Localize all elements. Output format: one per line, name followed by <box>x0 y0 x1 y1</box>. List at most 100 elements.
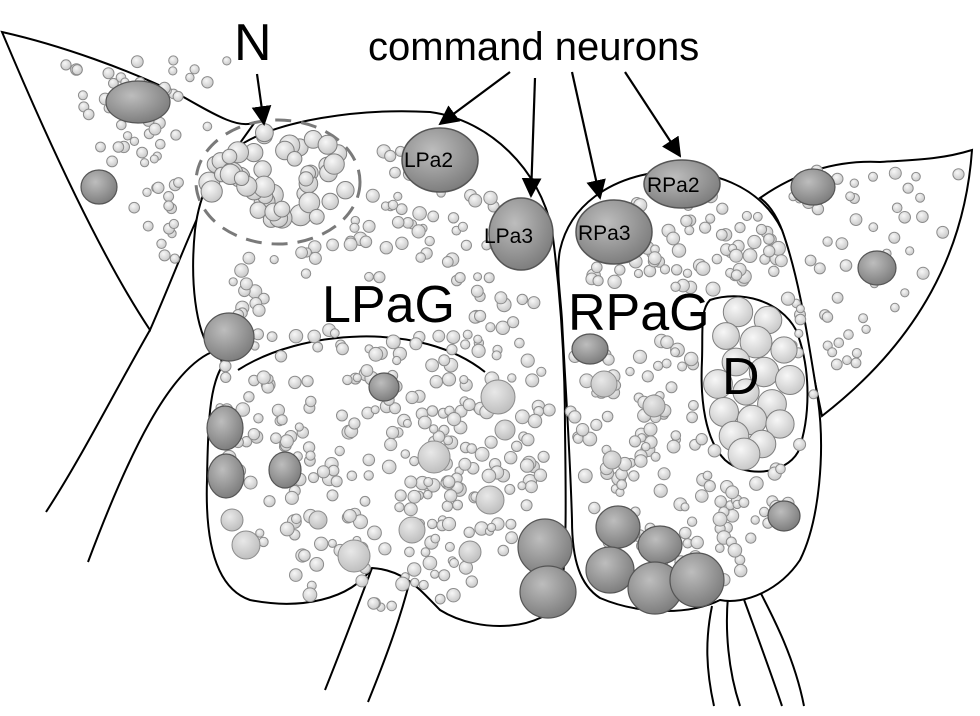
small-cell <box>112 141 125 153</box>
small-cell <box>243 475 258 490</box>
small-cell <box>888 231 901 244</box>
small-cell <box>410 577 420 588</box>
small-cell <box>795 304 805 314</box>
small-cell <box>486 522 497 533</box>
small-cell <box>462 329 473 340</box>
right-nerve-4 <box>755 583 805 707</box>
small-cell <box>276 414 288 426</box>
small-cell <box>850 357 862 369</box>
left-nerve-line-1 <box>45 329 151 513</box>
small-cell <box>395 576 411 592</box>
small-cell <box>738 497 750 508</box>
small-cell <box>524 480 538 494</box>
small-cell <box>393 191 403 201</box>
small-cell <box>426 405 439 417</box>
small-cell <box>507 373 517 383</box>
small-cell <box>411 224 426 239</box>
small-cell <box>130 55 144 69</box>
small-cell <box>483 190 498 206</box>
small-cell <box>156 238 167 250</box>
small-cell <box>705 281 721 297</box>
large-cell <box>268 451 302 489</box>
n-cell <box>321 192 339 211</box>
small-cell <box>653 360 664 371</box>
right-nerve-1 <box>706 605 715 707</box>
medium-cell <box>642 394 666 418</box>
small-cell <box>291 513 302 525</box>
small-cell <box>749 476 764 491</box>
small-cell <box>768 265 780 277</box>
small-cell <box>427 518 438 530</box>
small-cell <box>730 269 743 281</box>
small-cell <box>129 136 140 147</box>
small-cell <box>128 201 140 214</box>
small-cell <box>495 320 510 335</box>
small-cell <box>446 588 461 603</box>
small-cell <box>407 489 422 504</box>
small-cell <box>442 475 456 489</box>
small-cell <box>458 457 472 471</box>
small-cell <box>384 437 398 452</box>
small-cell <box>352 373 362 383</box>
small-cell <box>417 415 432 430</box>
small-cell <box>172 90 184 102</box>
small-cell <box>441 372 457 387</box>
neuron-rpa2 <box>643 159 721 209</box>
small-cell <box>497 544 510 557</box>
small-cell <box>425 358 440 373</box>
small-cell <box>294 422 304 432</box>
large-cell <box>637 525 683 565</box>
d-cell <box>765 409 795 439</box>
small-cell <box>312 341 324 353</box>
small-cell <box>868 171 878 182</box>
small-cell <box>359 235 373 249</box>
small-cell <box>483 272 495 284</box>
small-cell <box>936 225 950 239</box>
small-cell <box>239 277 253 291</box>
small-cell <box>266 331 278 343</box>
n-cell <box>298 191 321 214</box>
large-cell <box>80 169 118 205</box>
neuron-lpa2 <box>401 127 479 193</box>
small-cell <box>412 206 427 221</box>
small-cell <box>808 389 819 400</box>
small-cell <box>326 238 340 252</box>
small-cell <box>189 64 200 75</box>
small-cell <box>519 458 535 473</box>
small-cell <box>491 350 502 361</box>
small-cell <box>641 442 651 452</box>
small-cell <box>666 231 681 246</box>
small-cell <box>670 430 682 441</box>
small-cell <box>470 284 484 298</box>
small-cell <box>330 475 343 488</box>
small-cell <box>441 256 454 268</box>
small-cell <box>185 72 195 83</box>
small-cell <box>891 202 903 214</box>
small-cell <box>775 463 786 475</box>
small-cell <box>462 398 476 412</box>
small-cell <box>592 275 604 287</box>
small-cell <box>202 121 213 132</box>
small-cell <box>780 291 796 306</box>
small-cell <box>680 214 693 228</box>
small-cell <box>460 339 471 350</box>
small-cell <box>163 200 175 212</box>
small-cell <box>140 158 150 168</box>
small-cell <box>868 222 879 233</box>
small-cell <box>343 509 357 523</box>
small-cell <box>392 355 402 366</box>
small-cell <box>843 329 854 340</box>
small-cell <box>747 234 762 250</box>
small-cell <box>77 90 88 101</box>
small-cell <box>588 501 601 515</box>
small-cell <box>343 237 358 252</box>
small-cell <box>309 557 325 572</box>
large-cell <box>790 168 836 206</box>
small-cell <box>665 381 678 394</box>
small-cell <box>793 438 807 451</box>
small-cell <box>394 489 407 502</box>
small-cell <box>284 490 299 505</box>
n-cluster-cells <box>198 123 355 229</box>
small-cell <box>634 454 648 468</box>
